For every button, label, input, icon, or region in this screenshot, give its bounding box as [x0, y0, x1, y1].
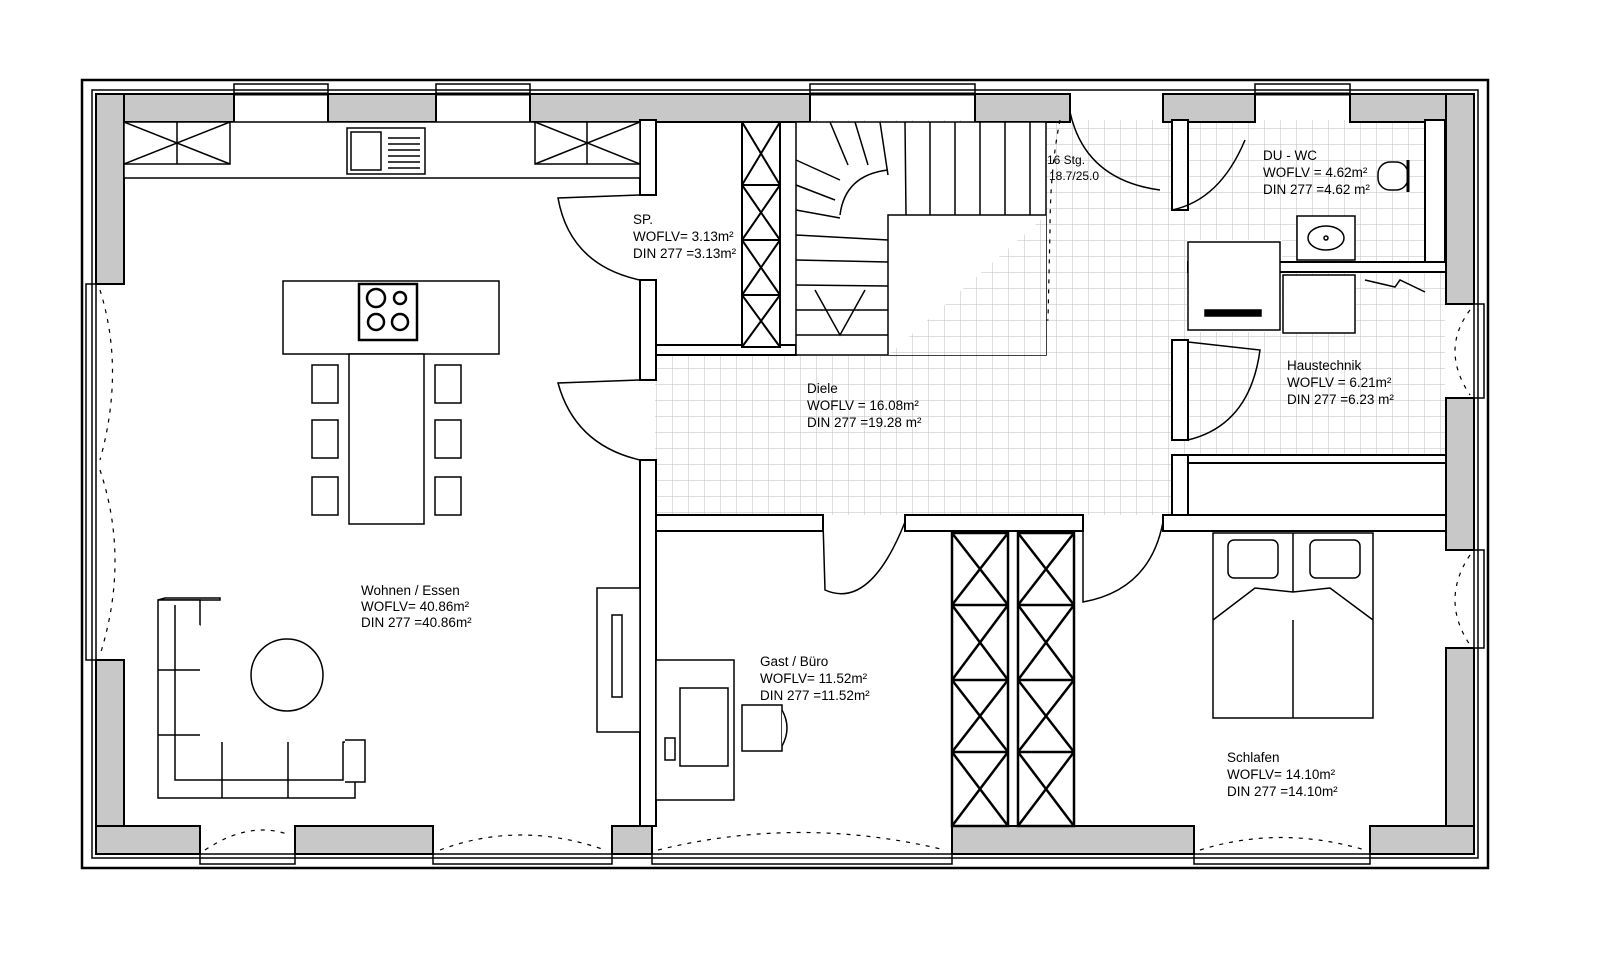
stair-label: 16 Stg. 18.7/25.0 [1047, 153, 1099, 183]
svg-text:WOFLV= 11.52m²: WOFLV= 11.52m² [760, 671, 868, 686]
room-label-schlafen: Schlafen WOFLV= 14.10m² DIN 277 =14.10m² [1227, 750, 1338, 799]
svg-text:WOFLV= 3.13m²: WOFLV= 3.13m² [633, 229, 734, 244]
svg-text:Wohnen / Essen: Wohnen / Essen [361, 583, 460, 598]
room-label-diele: Diele WOFLV = 16.08m² DIN 277 =19.28 m² [807, 381, 922, 430]
exterior-walls [80, 78, 1490, 870]
svg-text:18.7/25.0: 18.7/25.0 [1049, 169, 1099, 183]
wardrobe [950, 531, 1076, 828]
staircase [795, 121, 1047, 356]
svg-text:DIN 277 =40.86m²: DIN 277 =40.86m² [361, 615, 472, 630]
room-label-gast: Gast / Büro WOFLV= 11.52m² DIN 277 =11.5… [760, 654, 870, 703]
bathroom-fixtures [1187, 160, 1426, 334]
svg-text:WOFLV = 4.62m²: WOFLV = 4.62m² [1263, 165, 1368, 180]
svg-text:WOFLV= 40.86m²: WOFLV= 40.86m² [361, 599, 470, 614]
svg-text:Diele: Diele [807, 381, 838, 396]
svg-text:DIN 277 =19.28 m²: DIN 277 =19.28 m² [807, 415, 922, 430]
svg-text:DU - WC: DU - WC [1263, 148, 1317, 163]
svg-text:DIN 277 =3.13m²: DIN 277 =3.13m² [633, 246, 737, 261]
svg-text:DIN 277 =14.10m²: DIN 277 =14.10m² [1227, 784, 1338, 799]
svg-text:Gast / Büro: Gast / Büro [760, 654, 828, 669]
svg-text:DIN 277 =11.52m²: DIN 277 =11.52m² [760, 688, 870, 703]
sideboard [596, 587, 641, 733]
svg-text:WOFLV = 6.21m²: WOFLV = 6.21m² [1287, 375, 1392, 390]
svg-text:Haustechnik: Haustechnik [1287, 358, 1362, 373]
storage-shelf [741, 121, 781, 348]
dining-table [311, 353, 462, 525]
svg-text:SP.: SP. [633, 212, 653, 227]
double-bed [1212, 532, 1374, 719]
svg-text:16 Stg.: 16 Stg. [1047, 153, 1085, 167]
room-label-sp: SP. WOFLV= 3.13m² DIN 277 =3.13m² [633, 212, 737, 261]
room-label-wohnen: Wohnen / Essen WOFLV= 40.86m² DIN 277 =4… [361, 583, 472, 630]
kitchen-counter [123, 121, 641, 179]
interior-walls [639, 119, 1447, 827]
kitchen-island [282, 280, 500, 355]
svg-text:WOFLV= 14.10m²: WOFLV= 14.10m² [1227, 767, 1336, 782]
room-label-duwc: DU - WC WOFLV = 4.62m² DIN 277 =4.62 m² [1263, 148, 1370, 197]
svg-text:DIN 277 =6.23 m²: DIN 277 =6.23 m² [1287, 392, 1394, 407]
room-label-haustechnik: Haustechnik WOFLV = 6.21m² DIN 277 =6.23… [1287, 358, 1394, 407]
svg-text:Schlafen: Schlafen [1227, 750, 1280, 765]
window-swings [99, 119, 1471, 851]
svg-text:WOFLV = 16.08m²: WOFLV = 16.08m² [807, 398, 919, 413]
windows [85, 83, 1485, 865]
svg-text:DIN 277 =4.62 m²: DIN 277 =4.62 m² [1263, 182, 1370, 197]
doors [557, 111, 1261, 603]
desk [655, 659, 788, 801]
sofa [157, 597, 366, 799]
